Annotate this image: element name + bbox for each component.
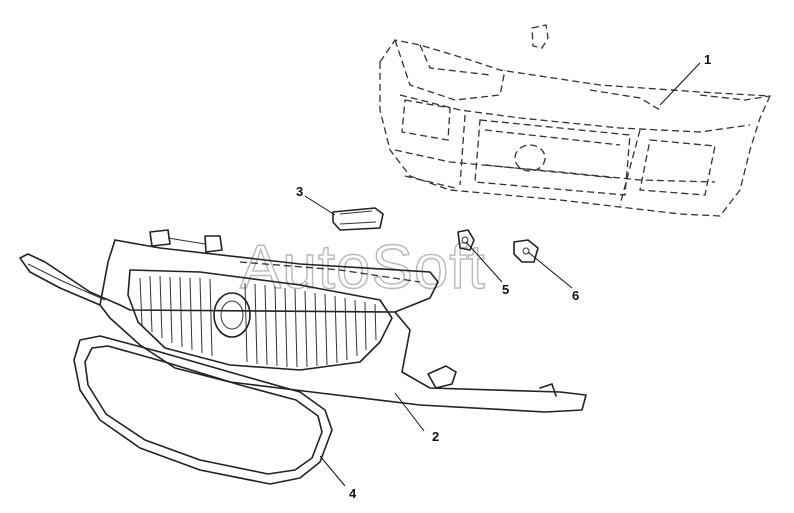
leader-6 (527, 251, 573, 289)
part-4-surround-ring (73, 335, 333, 485)
part-1-front-bumper (379, 39, 771, 217)
part-6-bracket (513, 239, 539, 263)
leader-1 (659, 62, 701, 106)
leader-4 (319, 455, 346, 487)
leader-2 (394, 392, 425, 432)
part-2-grille (19, 229, 587, 413)
callout-6: 6 (572, 288, 579, 303)
grille-slats (139, 275, 377, 368)
leader-lines (304, 62, 701, 487)
part-3-clip (332, 207, 384, 231)
leader-5 (465, 241, 503, 283)
leader-3 (304, 195, 336, 216)
callout-4: 4 (349, 486, 357, 501)
emblem (213, 292, 251, 338)
bracket-part-top (531, 24, 549, 49)
callout-3: 3 (296, 184, 303, 199)
part-5-bracket (457, 229, 475, 251)
callout-5: 5 (502, 282, 509, 297)
callout-2: 2 (432, 429, 439, 444)
callout-1: 1 (704, 52, 711, 67)
